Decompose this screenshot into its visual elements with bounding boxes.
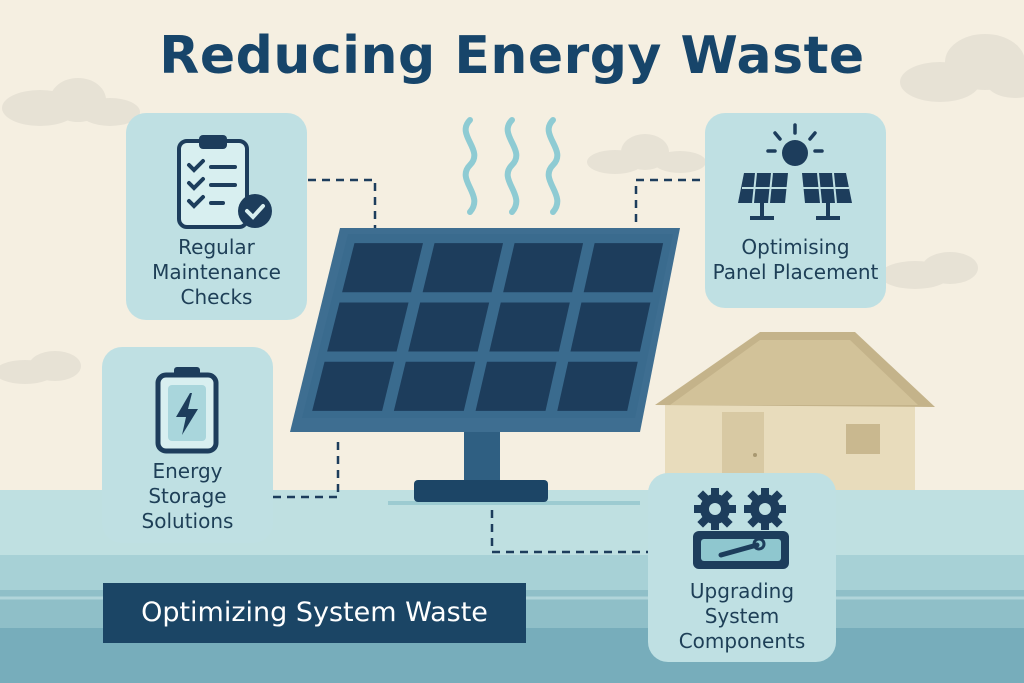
solar-cell (408, 302, 490, 352)
solar-panel-cells (312, 243, 664, 411)
card-label: Energy Storage Solutions (141, 459, 234, 533)
solar-panel-illustration (290, 228, 680, 505)
solar-cell (503, 243, 584, 293)
heat-waves-icon (462, 117, 561, 215)
solar-cell (557, 361, 638, 411)
solar-cell (570, 302, 651, 352)
gears-toolbox-icon (693, 488, 789, 569)
page-title: Reducing Energy Waste (159, 26, 865, 86)
solar-cell (475, 361, 557, 411)
card-upgrading: Upgrading System Components (648, 473, 836, 662)
cloud-middle (587, 134, 706, 174)
cloud-lower-right (880, 252, 978, 289)
cloud-left (2, 78, 140, 126)
banner-label: Optimizing System Waste (103, 583, 526, 643)
cloud-lower-left (0, 351, 81, 384)
solar-cell (327, 302, 409, 352)
cloud-right (900, 34, 1024, 102)
solar-cell (342, 243, 423, 293)
solar-cell (393, 361, 476, 411)
solar-cell (422, 243, 504, 293)
card-placement: Optimising Panel Placement (705, 113, 886, 308)
card-label: Regular Maintenance Checks (152, 235, 281, 309)
card-label: Upgrading System Components (678, 579, 806, 653)
solar-cell (583, 243, 664, 293)
dashed-connectors (273, 178, 700, 554)
card-label: Optimising Panel Placement (712, 235, 879, 284)
card-storage: Energy Storage Solutions (102, 347, 273, 543)
solar-cell (312, 361, 395, 411)
solar-cell (489, 302, 570, 352)
battery-icon (155, 367, 219, 454)
card-maintenance: Regular Maintenance Checks (126, 113, 307, 320)
clipboard-checklist-icon (177, 135, 272, 229)
sun-solar-panels-icon (738, 123, 852, 220)
